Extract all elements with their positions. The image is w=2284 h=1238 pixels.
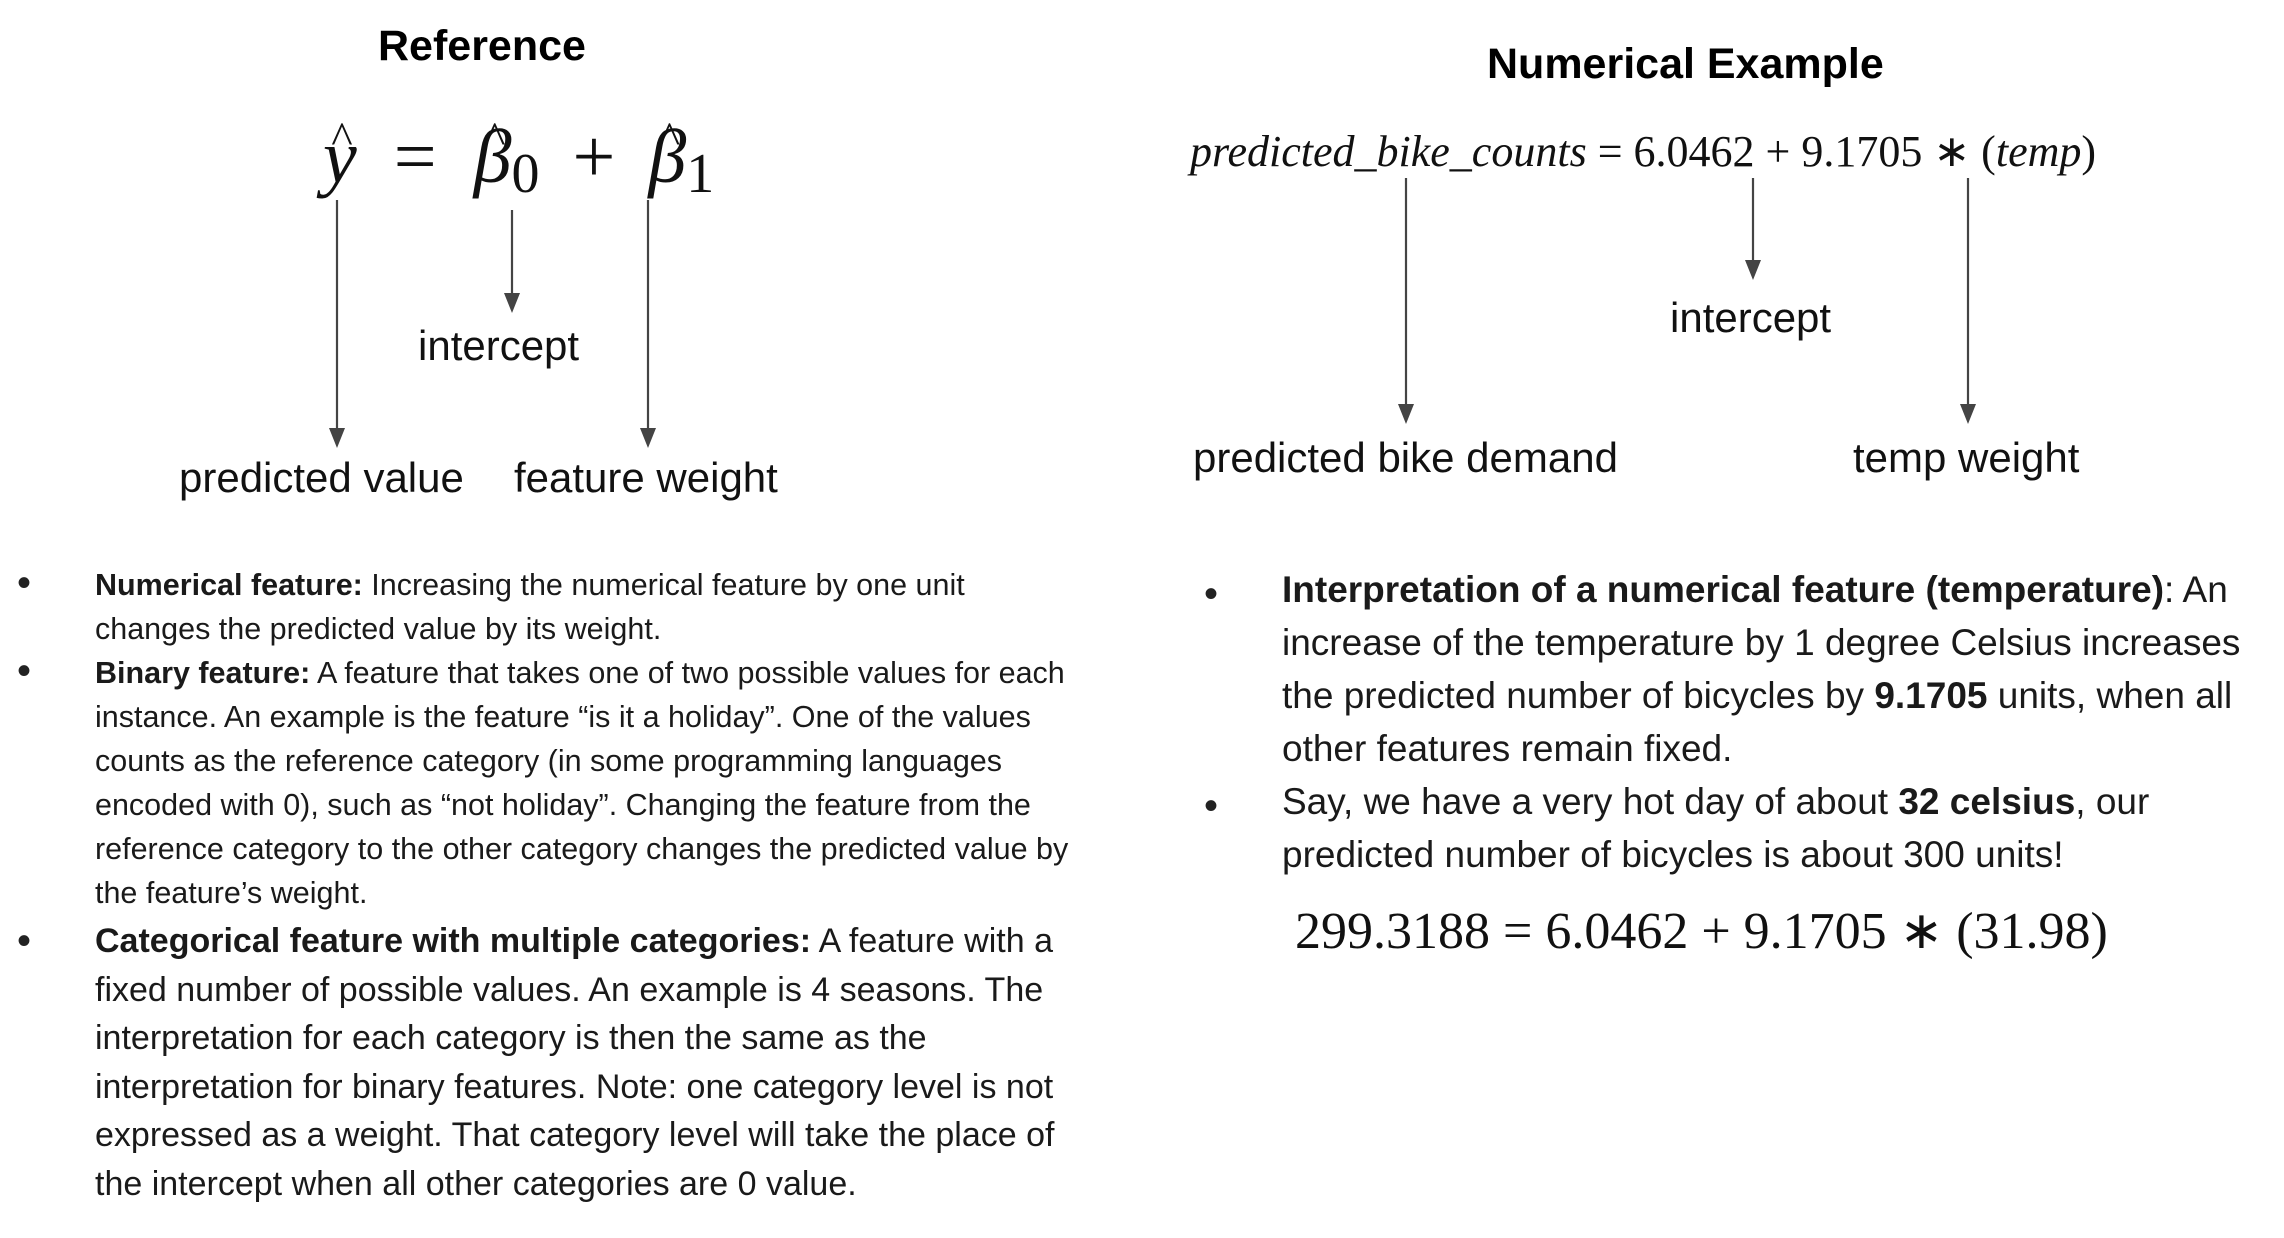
predicted-bike-counts-var: predicted_bike_counts	[1190, 127, 1587, 176]
bullet-temperature-interpretation: Interpretation of a numerical feature (t…	[1204, 563, 2277, 775]
feature-weight-label: feature weight	[514, 454, 778, 501]
bullet-categorical-feature: Categorical feature with multiple catego…	[17, 917, 1080, 1208]
example-formula-close: )	[2081, 127, 2097, 176]
left-bullet-list: Numerical feature: Increasing the numeri…	[17, 561, 1080, 1208]
bullet-hot-day-text2: , our predicted number of bicycles is ab…	[1282, 781, 2150, 875]
bullet-numerical-feature: Numerical feature: Increasing the numeri…	[17, 561, 1080, 651]
equals-sign: =	[393, 115, 437, 199]
predicted-value-label: predicted value	[179, 454, 464, 501]
arrowhead-temp-weight	[1960, 404, 1976, 424]
bullet-categorical-feature-text: A feature with a fixed number of possibl…	[95, 922, 1055, 1203]
beta1-subscript: 1	[686, 143, 715, 205]
arrowhead-reference-intercept	[504, 293, 520, 313]
right-bullet-list: Interpretation of a numerical feature (t…	[1204, 563, 2277, 881]
reference-formula: y = β0 + β1	[323, 112, 714, 219]
bullet-hot-day: Say, we have a very hot day of about 32 …	[1204, 775, 2277, 881]
arrowhead-predicted-bike-demand	[1398, 404, 1414, 424]
reference-intercept-label: intercept	[418, 322, 580, 369]
reference-title: Reference	[378, 22, 586, 70]
bullet-hot-day-text1: Say, we have a very hot day of about	[1282, 781, 1899, 822]
bullet-numerical-feature-title: Numerical feature:	[95, 568, 363, 602]
example-formula: predicted_bike_counts = 6.0462 + 9.1705 …	[1190, 125, 2096, 179]
bullet-binary-feature-text: A feature that takes one of two possible…	[95, 656, 1069, 910]
temp-var: temp	[1995, 127, 2082, 176]
bullet-hot-day-celsius: 32 celsius	[1898, 781, 2076, 822]
arrowhead-feature-weight	[640, 428, 656, 448]
arrowhead-example-intercept	[1745, 260, 1761, 280]
bullet-binary-feature-title: Binary feature:	[95, 656, 311, 690]
bullet-numerical-feature-text: Increasing the numerical feature by one …	[95, 568, 965, 646]
example-intercept-label: intercept	[1670, 294, 1832, 341]
bullet-temperature-text1: : An increase of the temperature by 1 de…	[1282, 569, 2241, 716]
beta1-symbol: β	[648, 112, 686, 202]
temp-weight-label: temp weight	[1853, 434, 2080, 481]
bullet-categorical-feature-title: Categorical feature with multiple catego…	[95, 922, 812, 960]
example-formula-rhs: = 6.0462 + 9.1705 ∗ (	[1586, 127, 1996, 176]
beta0-subscript: 0	[511, 143, 540, 205]
plus-sign: +	[572, 115, 616, 199]
numerical-example-title: Numerical Example	[1487, 40, 1884, 88]
arrowhead-predicted-value	[329, 428, 345, 448]
bullet-temperature-weight: 9.1705	[1874, 675, 1988, 716]
result-formula: 299.3188 = 6.0462 + 9.1705 ∗ (31.98)	[1295, 903, 2108, 960]
bullet-temperature-title: Interpretation of a numerical feature (t…	[1282, 569, 2165, 610]
predicted-bike-demand-label: predicted bike demand	[1193, 434, 1618, 481]
bullet-binary-feature: Binary feature: A feature that takes one…	[17, 649, 1080, 915]
bullet-temperature-text2: units, when all other features remain fi…	[1282, 675, 2233, 769]
beta0-symbol: β	[474, 112, 512, 202]
y-hat: y	[323, 112, 357, 202]
